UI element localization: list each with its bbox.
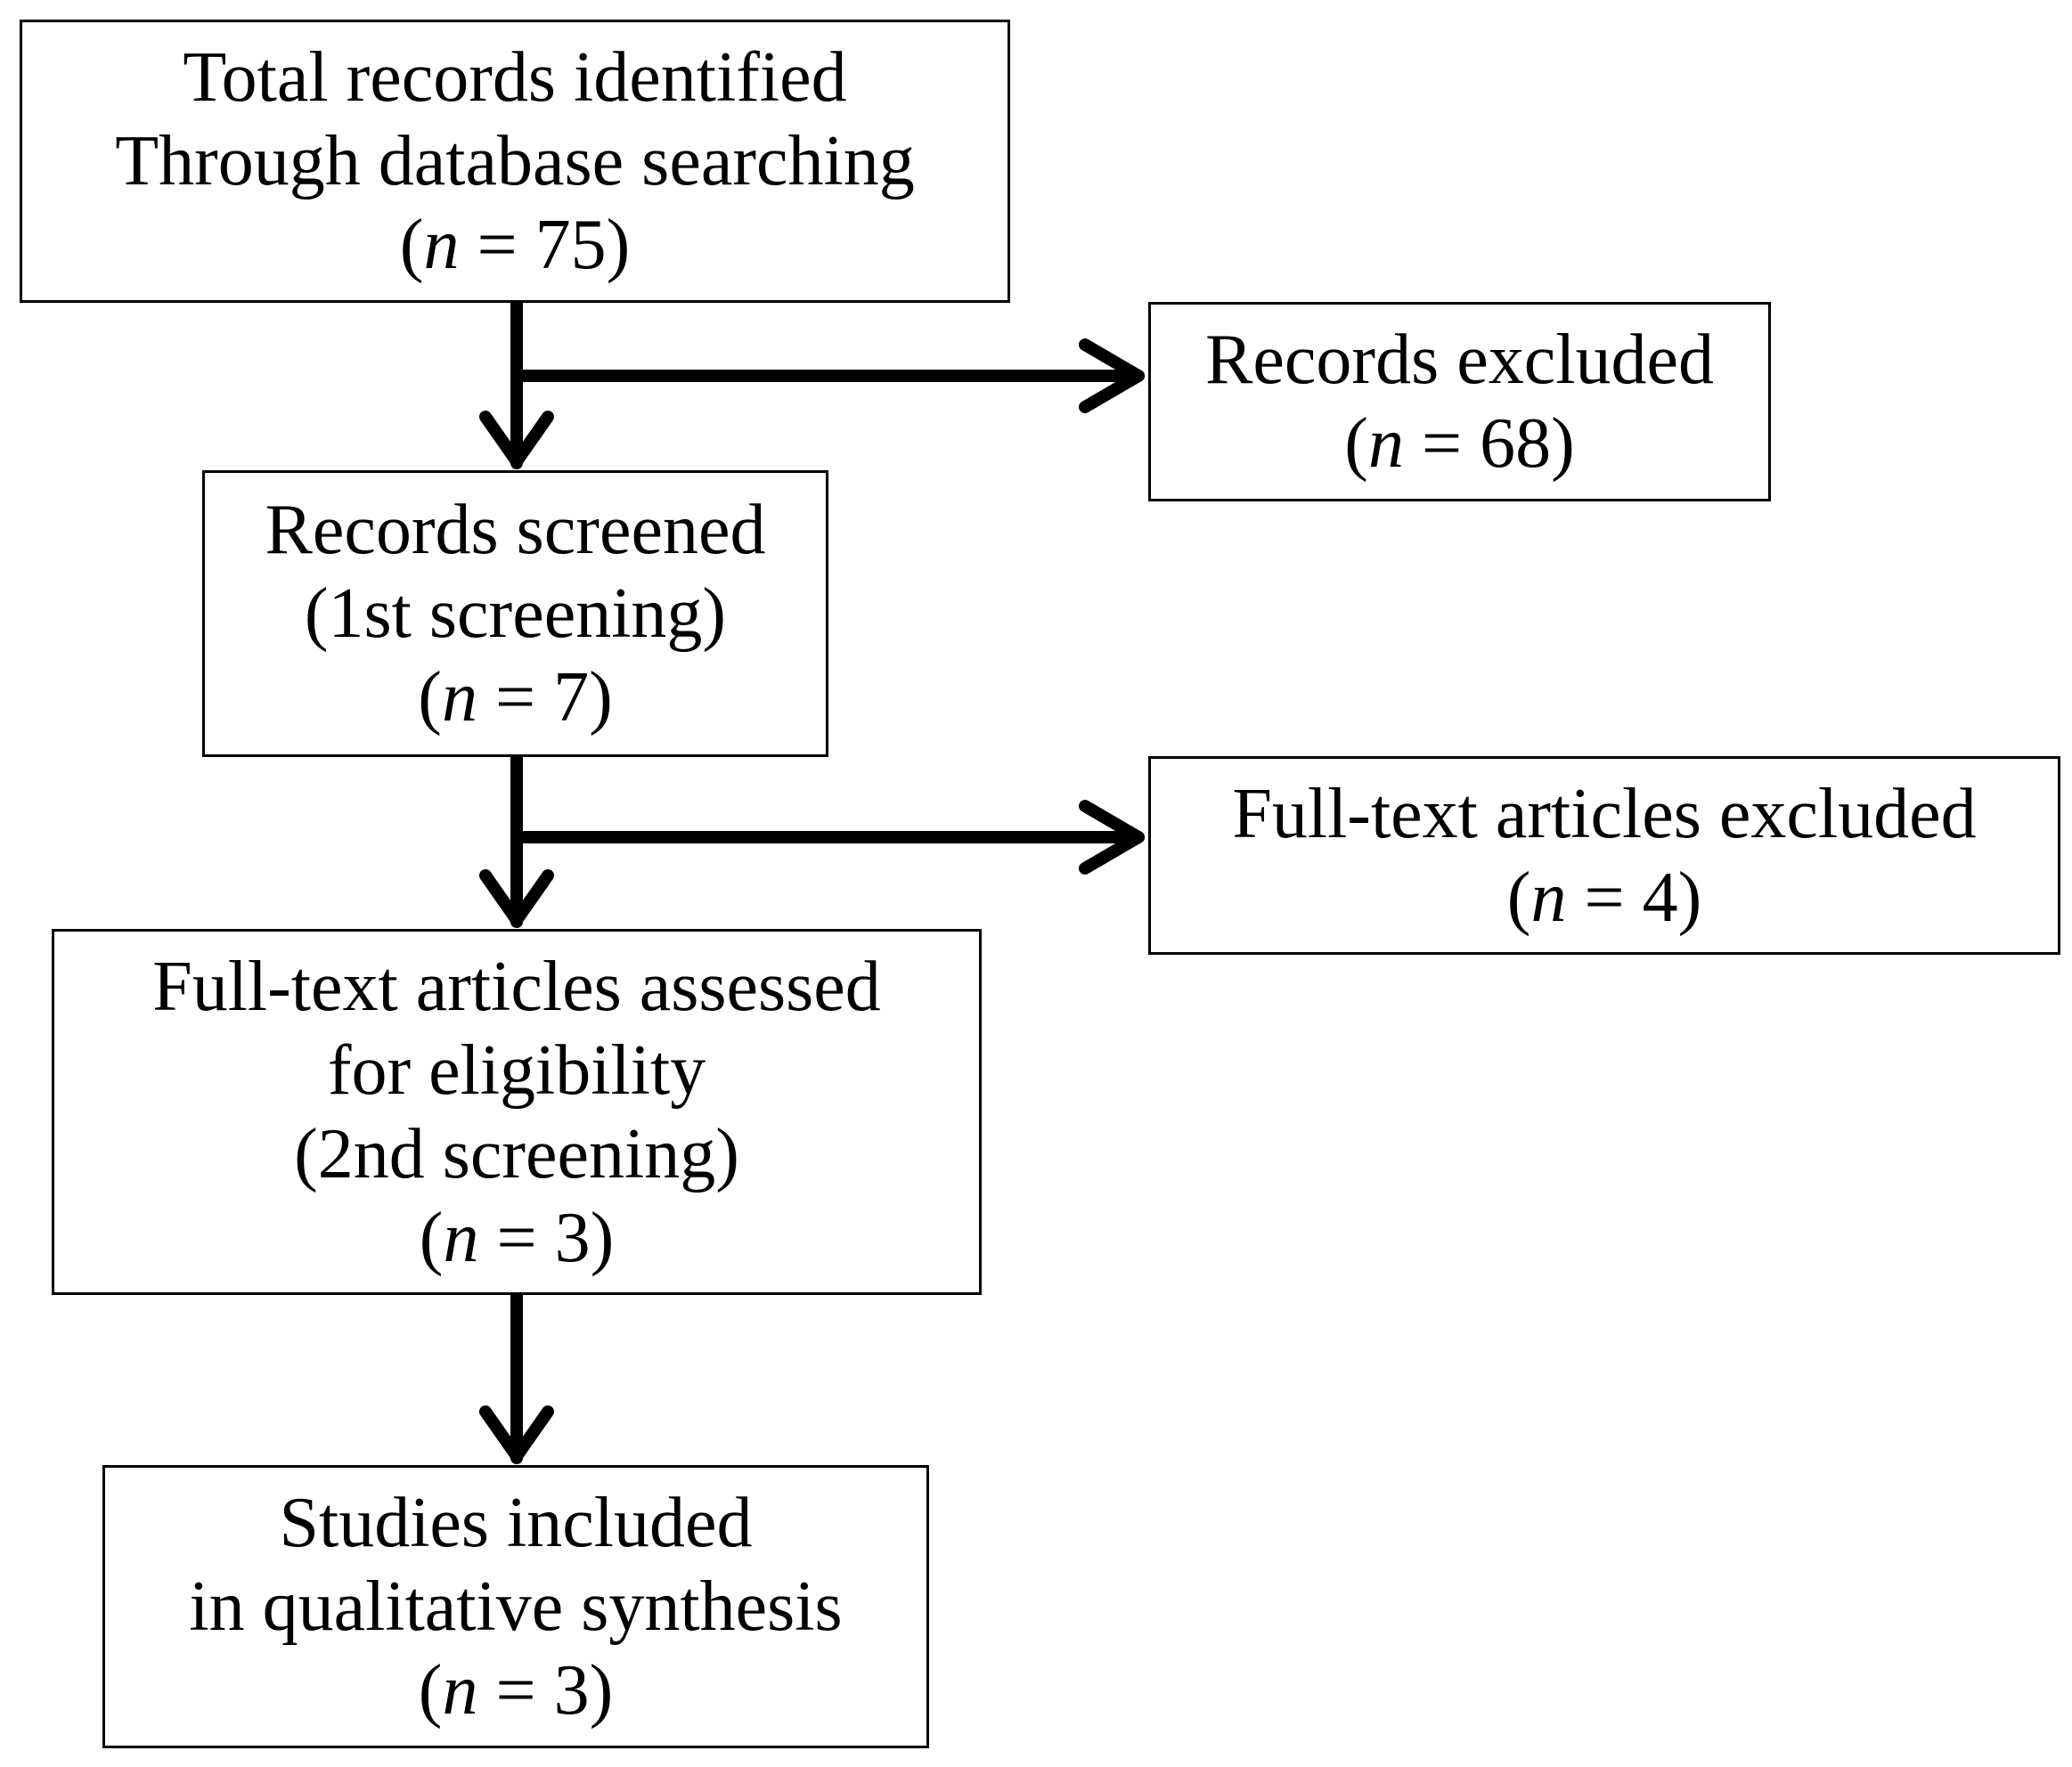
total-records-line-1: Total records identified — [183, 38, 847, 117]
fulltext-assessed-line-2: for eligibility — [327, 1030, 706, 1110]
records-excluded-count: (n = 68) — [1344, 404, 1575, 483]
studies-included-box: Studies included in qualitative synthesi… — [102, 1465, 929, 1748]
arrow-screened-to-fulltext-excluded — [510, 800, 1145, 875]
records-screened-line-2: (1st screening) — [304, 574, 727, 653]
arrow-total-to-records-excluded — [510, 338, 1145, 413]
studies-included-line-2: in qualitative synthesis — [189, 1568, 843, 1646]
total-records-count: (n = 75) — [399, 206, 631, 284]
records-excluded-box: Records excluded (n = 68) — [1148, 302, 1771, 501]
records-screened-box: Records screened (1st screening) (n = 7) — [202, 470, 828, 757]
fulltext-excluded-box: Full-text articles excluded (n = 4) — [1148, 756, 2060, 955]
fulltext-assessed-line-3: (2nd screening) — [294, 1114, 739, 1193]
fulltext-excluded-line-1: Full-text articles excluded — [1232, 774, 1977, 853]
total-records-box: Total records identified Through databas… — [20, 20, 1010, 303]
fulltext-assessed-box: Full-text articles assessed for eligibil… — [52, 929, 982, 1295]
studies-included-line-1: Studies included — [279, 1484, 753, 1562]
total-records-line-2: Through database searching — [115, 122, 915, 200]
records-screened-count: (n = 7) — [418, 658, 613, 737]
records-screened-line-1: Records screened — [265, 491, 766, 569]
fulltext-assessed-count: (n = 3) — [419, 1198, 615, 1277]
records-excluded-line-1: Records excluded — [1205, 321, 1714, 399]
arrow-total-to-screened — [479, 297, 554, 469]
fulltext-assessed-line-1: Full-text articles assessed — [152, 947, 881, 1026]
fulltext-excluded-count: (n = 4) — [1506, 858, 1702, 937]
arrow-fulltext-to-included — [479, 1289, 554, 1464]
studies-included-count: (n = 3) — [418, 1651, 614, 1730]
